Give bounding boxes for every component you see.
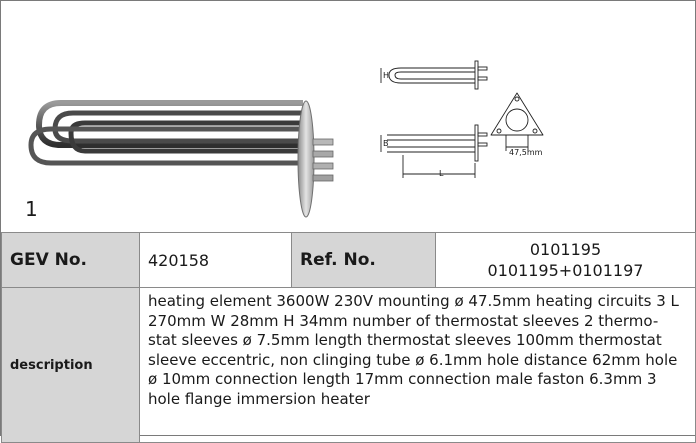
ref-value: 0101195 <box>529 240 602 259</box>
table-row: GEV No. 420158 Ref. No. 0101195 0101195+… <box>1 232 696 288</box>
product-image-area: H B L 47,5mm 1 <box>1 1 695 232</box>
dimension-label-flange: 47,5mm <box>509 148 543 157</box>
dimension-label-b: B <box>383 139 389 148</box>
dimension-label-l: L <box>439 169 444 178</box>
gev-value: 420158 <box>139 232 292 288</box>
table-row: description heating element 3600W 230V m… <box>1 287 696 443</box>
item-number: 1 <box>25 197 38 221</box>
spec-table: GEV No. 420158 Ref. No. 0101195 0101195+… <box>1 232 696 443</box>
description-label: description <box>1 287 140 443</box>
description-cell: heating element 3600W 230V mounting ø 47… <box>139 287 696 443</box>
technical-drawing <box>380 60 544 178</box>
ref-values: 0101195 0101195+0101197 <box>435 232 696 288</box>
gev-label: GEV No. <box>1 232 140 288</box>
heating-element-photo <box>28 100 334 218</box>
description-value: heating element 3600W 230V mounting ø 47… <box>148 292 679 408</box>
dimension-label-h: H <box>383 71 390 80</box>
ref-value: 0101195+0101197 <box>487 261 644 280</box>
ref-label: Ref. No. <box>291 232 436 288</box>
